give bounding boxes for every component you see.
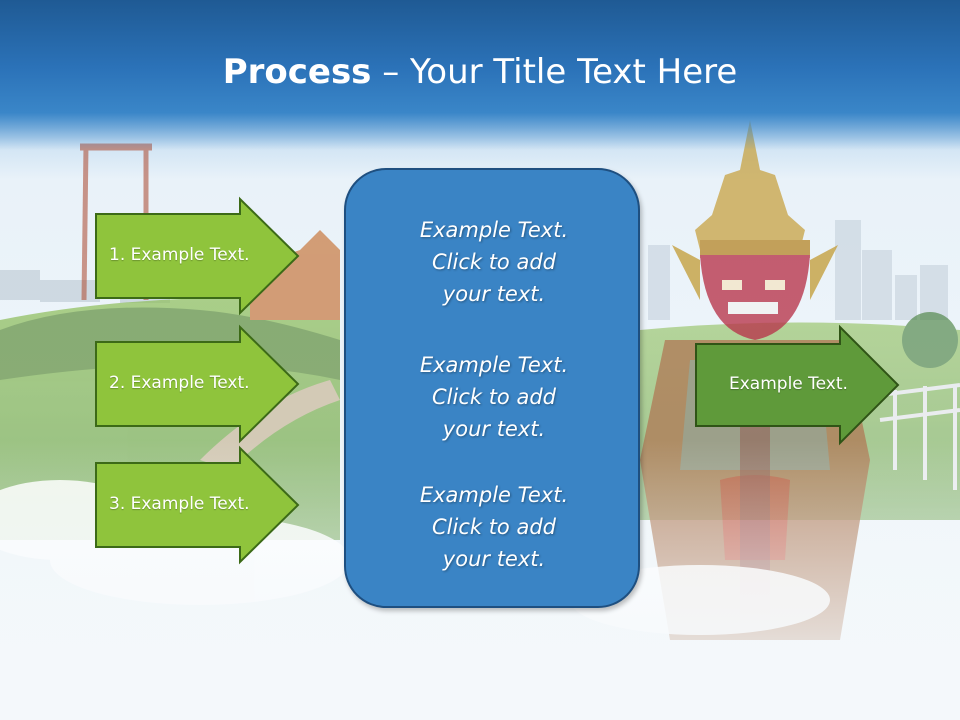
title-rest: – Your Title Text Here: [371, 52, 738, 92]
center-text-1-line-1: Example Text.: [419, 218, 569, 242]
step-2-arrow: [95, 324, 300, 444]
output-arrow: [695, 324, 900, 446]
center-text-1-line-2: Click to add: [431, 250, 556, 274]
title-bold: Process: [222, 52, 372, 92]
center-text-2-line-2: Click to add: [431, 385, 556, 409]
center-text-block-3: Example Text. Click to add your text.: [346, 479, 642, 575]
center-text-3-line-3: your text.: [442, 547, 546, 571]
center-process-box: Example Text. Click to add your text. Ex…: [344, 168, 640, 608]
slide-title: Process – Your Title Text Here: [0, 52, 960, 92]
step-1-arrow: [95, 196, 300, 316]
step-3-arrow: [95, 445, 300, 565]
step-1-label: 1. Example Text.: [109, 245, 250, 265]
center-text-3-line-1: Example Text.: [419, 483, 569, 507]
center-text-2-line-3: your text.: [442, 417, 546, 441]
center-text-block-2: Example Text. Click to add your text.: [346, 349, 642, 445]
step-3-label: 3. Example Text.: [109, 494, 250, 514]
center-text-block-1: Example Text. Click to add your text.: [346, 214, 642, 310]
center-text-3-line-2: Click to add: [431, 515, 556, 539]
center-text-1-line-3: your text.: [442, 282, 546, 306]
title-band: [0, 0, 960, 150]
step-2-label: 2. Example Text.: [109, 373, 250, 393]
center-text-2-line-1: Example Text.: [419, 353, 569, 377]
output-label: Example Text.: [729, 374, 848, 394]
